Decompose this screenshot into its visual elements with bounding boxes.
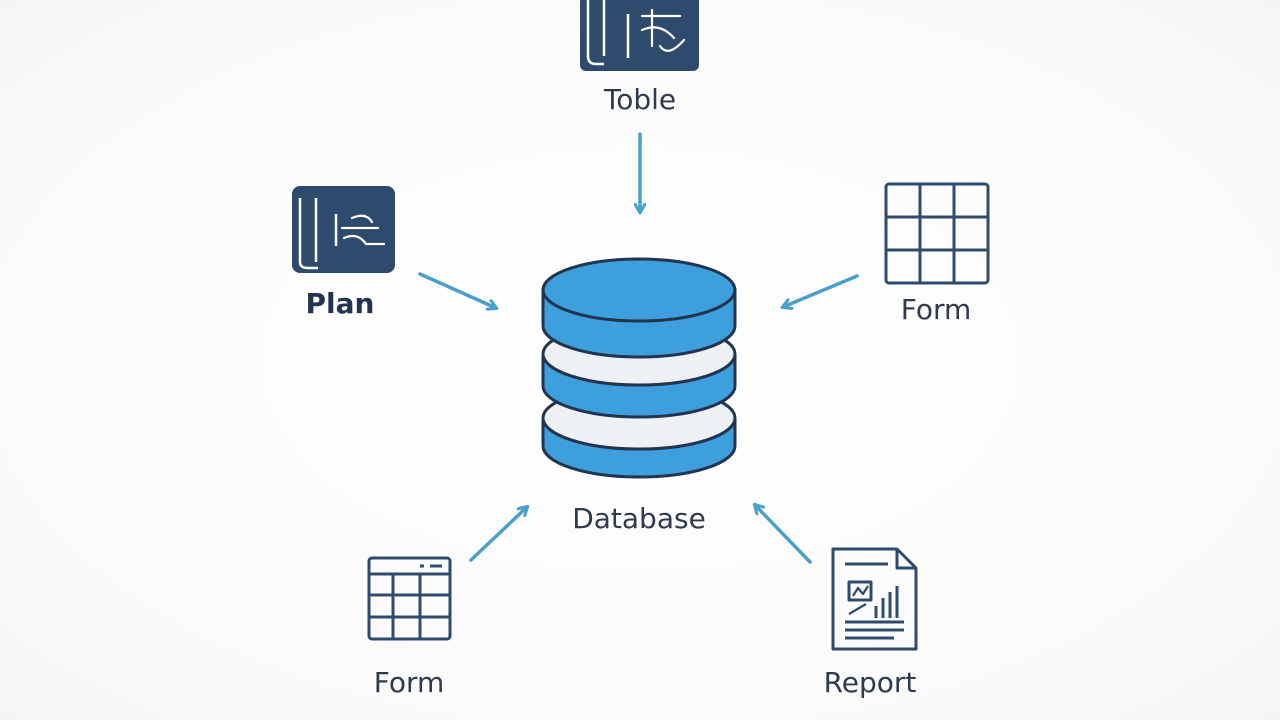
node-label-bottom-right: Report [823, 666, 917, 699]
grid-icon-right [884, 182, 990, 285]
arrows [418, 132, 859, 564]
arrow-bottom-right-to-database [755, 505, 812, 564]
node-label-top: Toble [603, 83, 677, 116]
node-label-bottom-left: Form [373, 666, 445, 699]
blueprint-icon-left [292, 186, 395, 273]
database-icon [541, 257, 737, 479]
node-label-center: Database [572, 502, 706, 535]
blueprint-icon-top [580, 0, 699, 71]
node-label-right: Form [900, 293, 972, 326]
arrow-right-to-database [783, 274, 859, 307]
node-label-left: Plan [305, 287, 375, 320]
spreadsheet-icon-bottom-left [367, 556, 452, 641]
arrow-left-to-database [418, 272, 496, 308]
arrow-bottom-left-to-database [469, 507, 527, 562]
report-document-icon [831, 547, 918, 651]
